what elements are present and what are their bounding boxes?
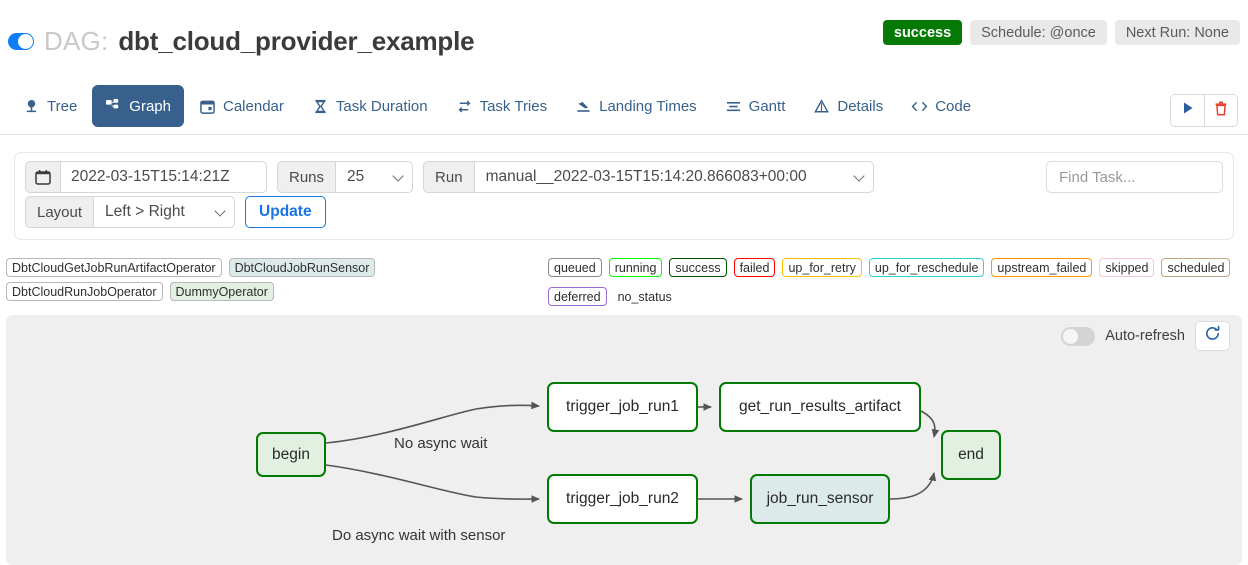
tab-bar: Tree Graph Calendar Task Duration Task T… (0, 78, 1248, 135)
play-icon (1181, 101, 1195, 120)
legend-operators: DbtCloudGetJobRunArtifactOperator DbtClo… (6, 258, 536, 301)
dag-label: DAG: (44, 26, 109, 56)
graph-node-begin[interactable]: begin (256, 432, 326, 477)
legend-op-dbtcloudrunjoboperator[interactable]: DbtCloudRunJobOperator (6, 282, 163, 301)
retry-icon (456, 98, 473, 115)
tab-landing-times[interactable]: Landing Times (562, 85, 710, 127)
legend-op-dbtcloudgetjobrunartifactoperator[interactable]: DbtCloudGetJobRunArtifactOperator (6, 258, 222, 277)
graph-node-job-run-sensor[interactable]: job_run_sensor (750, 474, 890, 524)
dag-action-buttons (1170, 94, 1238, 127)
graph-node-get-run-results-artifact-label: get_run_results_artifact (739, 398, 901, 415)
tree-icon (23, 98, 40, 115)
dag-name: dbt_cloud_provider_example (118, 26, 475, 56)
runs-select[interactable]: 25 (335, 161, 414, 193)
next-run-badge: Next Run: None (1114, 20, 1240, 45)
legend-state-queued[interactable]: queued (548, 258, 602, 277)
legend-states: queued running success failed up_for_ret… (548, 258, 1246, 306)
graph-legend: DbtCloudGetJobRunArtifactOperator DbtClo… (0, 256, 1248, 308)
tab-calendar[interactable]: Calendar (186, 85, 297, 127)
schedule-badge: Schedule: @once (970, 20, 1107, 45)
run-label: Run (423, 161, 474, 193)
calendar-icon[interactable] (25, 161, 60, 193)
run-select[interactable]: manual__2022-03-15T15:14:20.866083+00:00 (473, 161, 874, 193)
controls-row-layout: Layout Left > Right Update (25, 196, 326, 228)
graph-edge-label-do-async-wait: Do async wait with sensor (332, 527, 506, 544)
legend-op-dbtcloudjobrunsensor[interactable]: DbtCloudJobRunSensor (228, 258, 376, 277)
graph-node-job-run-sensor-label: job_run_sensor (766, 490, 874, 507)
base-date-input[interactable]: 2022-03-15T15:14:21Z (60, 161, 267, 193)
controls-row-primary: 2022-03-15T15:14:21Z Runs 25 Run manual_… (25, 161, 874, 193)
runs-group: Runs 25 (277, 161, 414, 193)
tab-calendar-label: Calendar (223, 97, 284, 115)
page-header: DAG: dbt_cloud_provider_example success … (0, 0, 1248, 70)
toggle-on-icon[interactable] (8, 33, 34, 50)
graph-icon (105, 98, 122, 115)
tab-task-tries[interactable]: Task Tries (443, 85, 561, 127)
layout-label: Layout (25, 196, 94, 228)
graph-edges (325, 401, 940, 503)
runs-label: Runs (277, 161, 336, 193)
layout-select[interactable]: Left > Right (93, 196, 236, 228)
hourglass-icon (312, 98, 329, 115)
legend-state-up-for-retry[interactable]: up_for_retry (782, 258, 862, 277)
graph-node-trigger-job-run2-label: trigger_job_run2 (566, 490, 679, 507)
graph-node-get-run-results-artifact[interactable]: get_run_results_artifact (719, 382, 921, 432)
trigger-dag-button[interactable] (1171, 95, 1204, 126)
dag-state-badge: success (882, 20, 963, 45)
code-icon (911, 98, 928, 115)
graph-node-end[interactable]: end (941, 430, 1001, 480)
graph-toolbar: Auto-refresh (1061, 321, 1230, 351)
update-button[interactable]: Update (245, 196, 326, 228)
tab-task-tries-label: Task Tries (479, 97, 548, 115)
legend-state-running[interactable]: running (608, 258, 663, 277)
graph-node-end-label: end (958, 446, 984, 463)
tab-details-label: Details (837, 97, 884, 115)
refresh-icon (1204, 325, 1221, 347)
layout-group: Layout Left > Right (25, 196, 236, 228)
graph-edge-label-no-async-wait: No async wait (394, 435, 488, 452)
auto-refresh-label: Auto-refresh (1105, 328, 1185, 344)
tab-graph[interactable]: Graph (92, 85, 184, 127)
tab-landing-times-label: Landing Times (599, 97, 697, 115)
triangle-icon (813, 98, 830, 115)
graph-node-trigger-job-run1-label: trigger_job_run1 (566, 398, 679, 415)
legend-op-dummyoperator[interactable]: DummyOperator (169, 282, 274, 301)
legend-state-no-status: no_status (617, 289, 672, 304)
legend-state-success[interactable]: success (669, 258, 727, 277)
gantt-icon (725, 98, 742, 115)
tab-code-label: Code (935, 97, 972, 115)
graph-node-trigger-job-run2[interactable]: trigger_job_run2 (547, 474, 698, 524)
legend-state-upstream-failed[interactable]: upstream_failed (991, 258, 1093, 277)
tab-task-duration[interactable]: Task Duration (299, 85, 441, 127)
auto-refresh-toggle[interactable] (1061, 326, 1096, 346)
legend-state-skipped[interactable]: skipped (1099, 258, 1155, 277)
calendar-icon (199, 98, 216, 115)
header-badges: success Schedule: @once Next Run: None (882, 20, 1240, 45)
graph-node-begin-label: begin (272, 445, 310, 463)
dag-title: DAG: dbt_cloud_provider_example (8, 26, 475, 57)
tab-code[interactable]: Code (898, 85, 984, 127)
refresh-button[interactable] (1195, 321, 1230, 351)
graph-node-trigger-job-run1[interactable]: trigger_job_run1 (547, 382, 698, 432)
graph-panel: Auto-refresh begin trigger_job_run1 get_… (6, 315, 1242, 565)
run-controls-card: 2022-03-15T15:14:21Z Runs 25 Run manual_… (14, 152, 1234, 240)
tab-tree[interactable]: Tree (10, 85, 90, 127)
delete-dag-button[interactable] (1204, 95, 1237, 126)
legend-state-failed[interactable]: failed (733, 258, 776, 277)
run-group: Run manual__2022-03-15T15:14:20.866083+0… (423, 161, 874, 193)
landing-icon (575, 98, 592, 115)
tab-task-duration-label: Task Duration (335, 97, 428, 115)
trash-icon (1214, 101, 1228, 121)
legend-state-deferred[interactable]: deferred (548, 287, 607, 306)
tab-gantt-label: Gantt (748, 97, 786, 115)
base-date-group: 2022-03-15T15:14:21Z (25, 161, 267, 193)
tab-tree-label: Tree (47, 97, 78, 115)
tab-gantt[interactable]: Gantt (712, 85, 799, 127)
tab-details[interactable]: Details (800, 85, 896, 127)
tab-graph-label: Graph (129, 97, 171, 115)
legend-state-up-for-reschedule[interactable]: up_for_reschedule (868, 258, 985, 277)
find-task-input[interactable]: Find Task... (1046, 161, 1223, 193)
legend-state-scheduled[interactable]: scheduled (1161, 258, 1231, 277)
